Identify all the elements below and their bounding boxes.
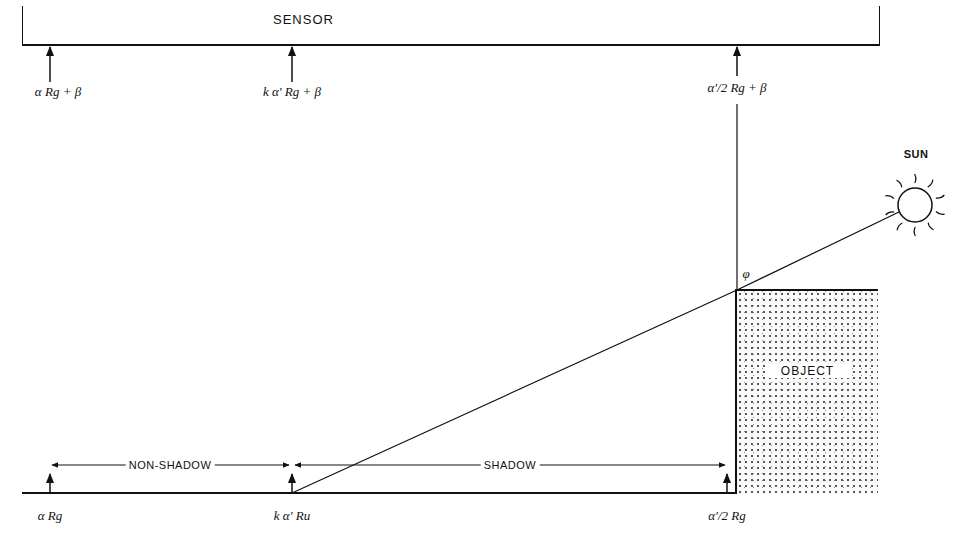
radiance-formula: α Rg <box>35 508 66 524</box>
sensor-bar: SENSOR <box>22 6 880 46</box>
sensor-arrow <box>736 47 738 76</box>
node-text: OBJECT <box>765 364 850 378</box>
region-label: NON-SHADOW <box>126 457 215 473</box>
signal-formula: α'/2 Rg + β <box>704 80 769 96</box>
signal-formula: k α' Rg + β <box>260 84 324 100</box>
signal-formula: α Rg + β <box>32 84 84 100</box>
object-block: OBJECT <box>735 289 878 494</box>
sensor-arrow <box>49 47 51 82</box>
ground-arrow <box>49 474 51 492</box>
ground-arrow <box>726 474 728 492</box>
sun-symbol: SUN <box>876 140 956 240</box>
ground-line <box>22 492 737 494</box>
radiance-formula: α'/2 Rg <box>705 508 748 524</box>
sun-ray <box>292 212 899 493</box>
sensor-arrow <box>291 47 293 82</box>
ground-arrow <box>291 474 293 492</box>
view-line <box>736 104 737 290</box>
radiance-formula: k α' Ru <box>271 508 313 524</box>
node-text: SUN <box>876 148 956 160</box>
node-text: SENSOR <box>273 12 334 27</box>
region-label: SHADOW <box>481 457 540 473</box>
angle-label: φ <box>739 266 752 282</box>
